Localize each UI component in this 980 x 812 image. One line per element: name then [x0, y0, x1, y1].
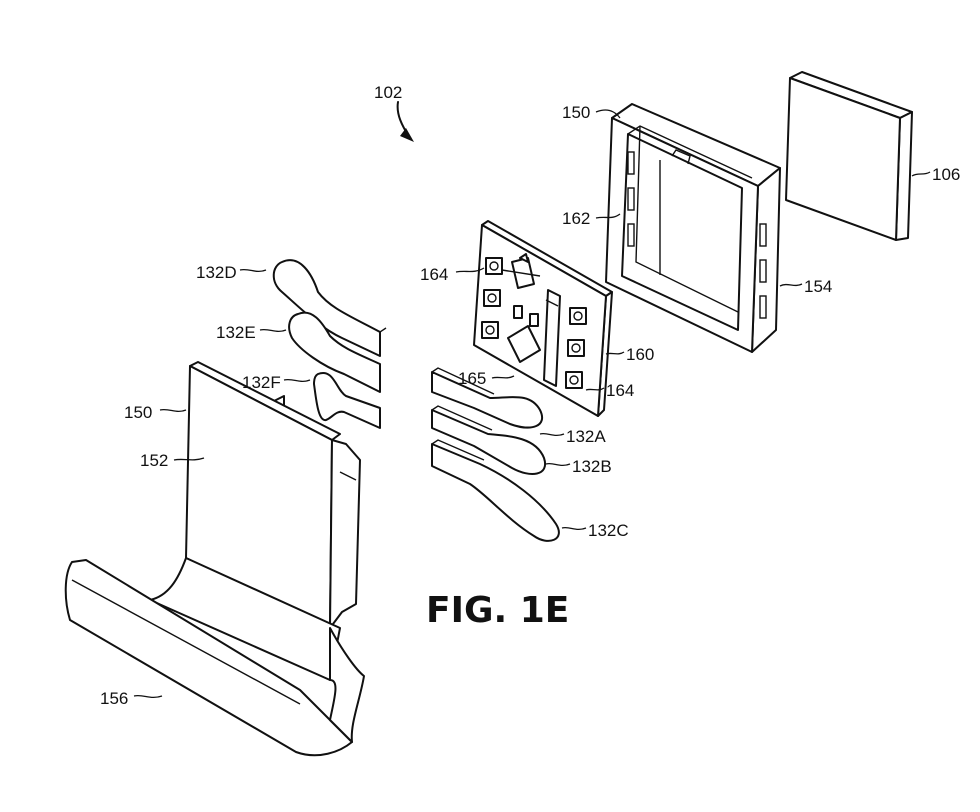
figure-title: FIG. 1E [426, 590, 569, 631]
label-162: 162 [562, 209, 590, 228]
circuit-board-160 [473, 220, 613, 417]
housing-base [64, 361, 365, 757]
actuator-132e [288, 311, 381, 393]
label-165: 165 [458, 369, 486, 388]
label-102: 102 [374, 83, 402, 102]
label-132e: 132E [216, 323, 256, 342]
label-150-left: 150 [124, 403, 152, 422]
label-106: 106 [932, 165, 960, 184]
plate-106 [785, 71, 913, 241]
button-164-column-left [481, 257, 503, 339]
label-150-top: 150 [562, 103, 590, 122]
actuator-132b [431, 405, 547, 475]
label-132d: 132D [196, 263, 237, 282]
button-164-column-right [565, 307, 587, 389]
actuator-132c [431, 439, 560, 542]
actuator-132f [313, 371, 381, 429]
reference-numerals: 102 150 106 162 154 164 160 165 164 132A… [100, 83, 960, 708]
label-160: 160 [626, 345, 654, 364]
assembly-arrow-102 [396, 101, 414, 142]
actuator-132d [272, 259, 387, 357]
label-154: 154 [804, 277, 832, 296]
label-156: 156 [100, 689, 128, 708]
label-132c: 132C [588, 521, 629, 540]
label-164-top: 164 [420, 265, 448, 284]
label-152: 152 [140, 451, 168, 470]
actuator-132a [431, 367, 543, 429]
label-132a: 132A [566, 427, 606, 446]
frame-154 [605, 103, 781, 353]
label-132f: 132F [242, 373, 281, 392]
leader-lines [133, 109, 931, 699]
label-164-bottom: 164 [606, 381, 634, 400]
label-132b: 132B [572, 457, 612, 476]
